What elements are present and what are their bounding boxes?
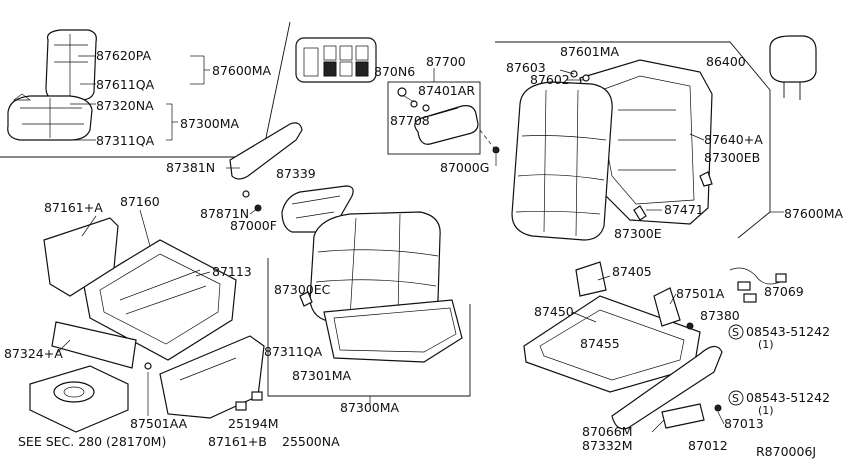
label-87311QA-mid: 87311QA	[264, 344, 323, 359]
label-see-sec-280: SEE SEC. 280 (28170M)	[18, 434, 166, 449]
label-87708: 87708	[390, 113, 430, 128]
label-87300MA-top: 87300MA	[180, 116, 240, 131]
label-87501A: 87501A	[676, 286, 725, 301]
label-87300MA-bottom: 87300MA	[340, 400, 400, 415]
screw-symbol-2: S	[732, 392, 739, 405]
label-87455: 87455	[580, 336, 620, 351]
label-87620PA: 87620PA	[96, 48, 152, 63]
screw-symbol-1: S	[732, 326, 739, 339]
diagram-id: R870006J	[756, 444, 816, 459]
leader-lines	[55, 69, 725, 433]
label-87300E: 87300E	[614, 226, 662, 241]
label-87160: 87160	[120, 194, 160, 209]
seat-back-assembly	[495, 35, 817, 241]
label-87401AR: 87401AR	[418, 83, 475, 98]
label-86400: 86400	[706, 54, 746, 69]
label-87640A: 87640+A	[704, 132, 763, 147]
label-87324A: 87324+A	[4, 346, 63, 361]
label-25500NA: 25500NA	[282, 434, 340, 449]
label-screw-qty-a: (1)	[758, 338, 774, 351]
label-87600MA-top: 87600MA	[212, 63, 272, 78]
label-87013: 87013	[724, 416, 764, 431]
label-87300EC: 87300EC	[274, 282, 331, 297]
label-87161A: 87161+A	[44, 200, 103, 215]
reference-seat-inset	[0, 21, 291, 158]
label-87603: 87603	[506, 60, 546, 75]
seat-adjuster-assembly	[523, 261, 787, 430]
label-87066M: 87066M	[582, 424, 633, 439]
label-87700: 87700	[426, 54, 466, 69]
label-screw-08543-51242-a: 08543-51242	[746, 324, 830, 339]
label-87600MA-right: 87600MA	[784, 206, 844, 221]
label-87000F: 87000F	[230, 218, 277, 233]
label-87000G: 87000G	[440, 160, 489, 175]
label-87871N: 87871N	[200, 206, 249, 221]
label-87602: 87602	[530, 72, 570, 87]
label-87450: 87450	[534, 304, 574, 319]
label-87471: 87471	[664, 202, 704, 217]
label-25194M: 25194M	[228, 416, 279, 431]
seat-cushion-assembly	[267, 211, 471, 404]
label-87601MA: 87601MA	[560, 44, 620, 59]
label-87012: 87012	[688, 438, 728, 453]
seat-cushion-frame	[29, 217, 265, 433]
label-87301MA: 87301MA	[292, 368, 352, 383]
label-87339: 87339	[276, 166, 316, 181]
label-87381N: 87381N	[166, 160, 215, 175]
label-87113: 87113	[212, 264, 252, 279]
armrest-assembly	[387, 68, 500, 166]
label-87501AA: 87501AA	[130, 416, 188, 431]
label-87320NA: 87320NA	[96, 98, 154, 113]
inset-leaders	[70, 55, 210, 141]
label-87332M: 87332M	[582, 438, 633, 453]
label-870N6: 870N6	[374, 64, 415, 79]
label-screw-08543-51242-b: 08543-51242	[746, 390, 830, 405]
label-87161B: 87161+B	[208, 434, 267, 449]
label-87311QA-top: 87311QA	[96, 133, 155, 148]
label-87611QA: 87611QA	[96, 77, 155, 92]
label-87380: 87380	[700, 308, 740, 323]
seat-index-icon	[295, 37, 377, 83]
label-87069: 87069	[764, 284, 804, 299]
label-87405: 87405	[612, 264, 652, 279]
label-87300EB: 87300EB	[704, 150, 760, 165]
label-screw-qty-b: (1)	[758, 404, 774, 417]
screw-callouts: S S	[728, 324, 744, 406]
